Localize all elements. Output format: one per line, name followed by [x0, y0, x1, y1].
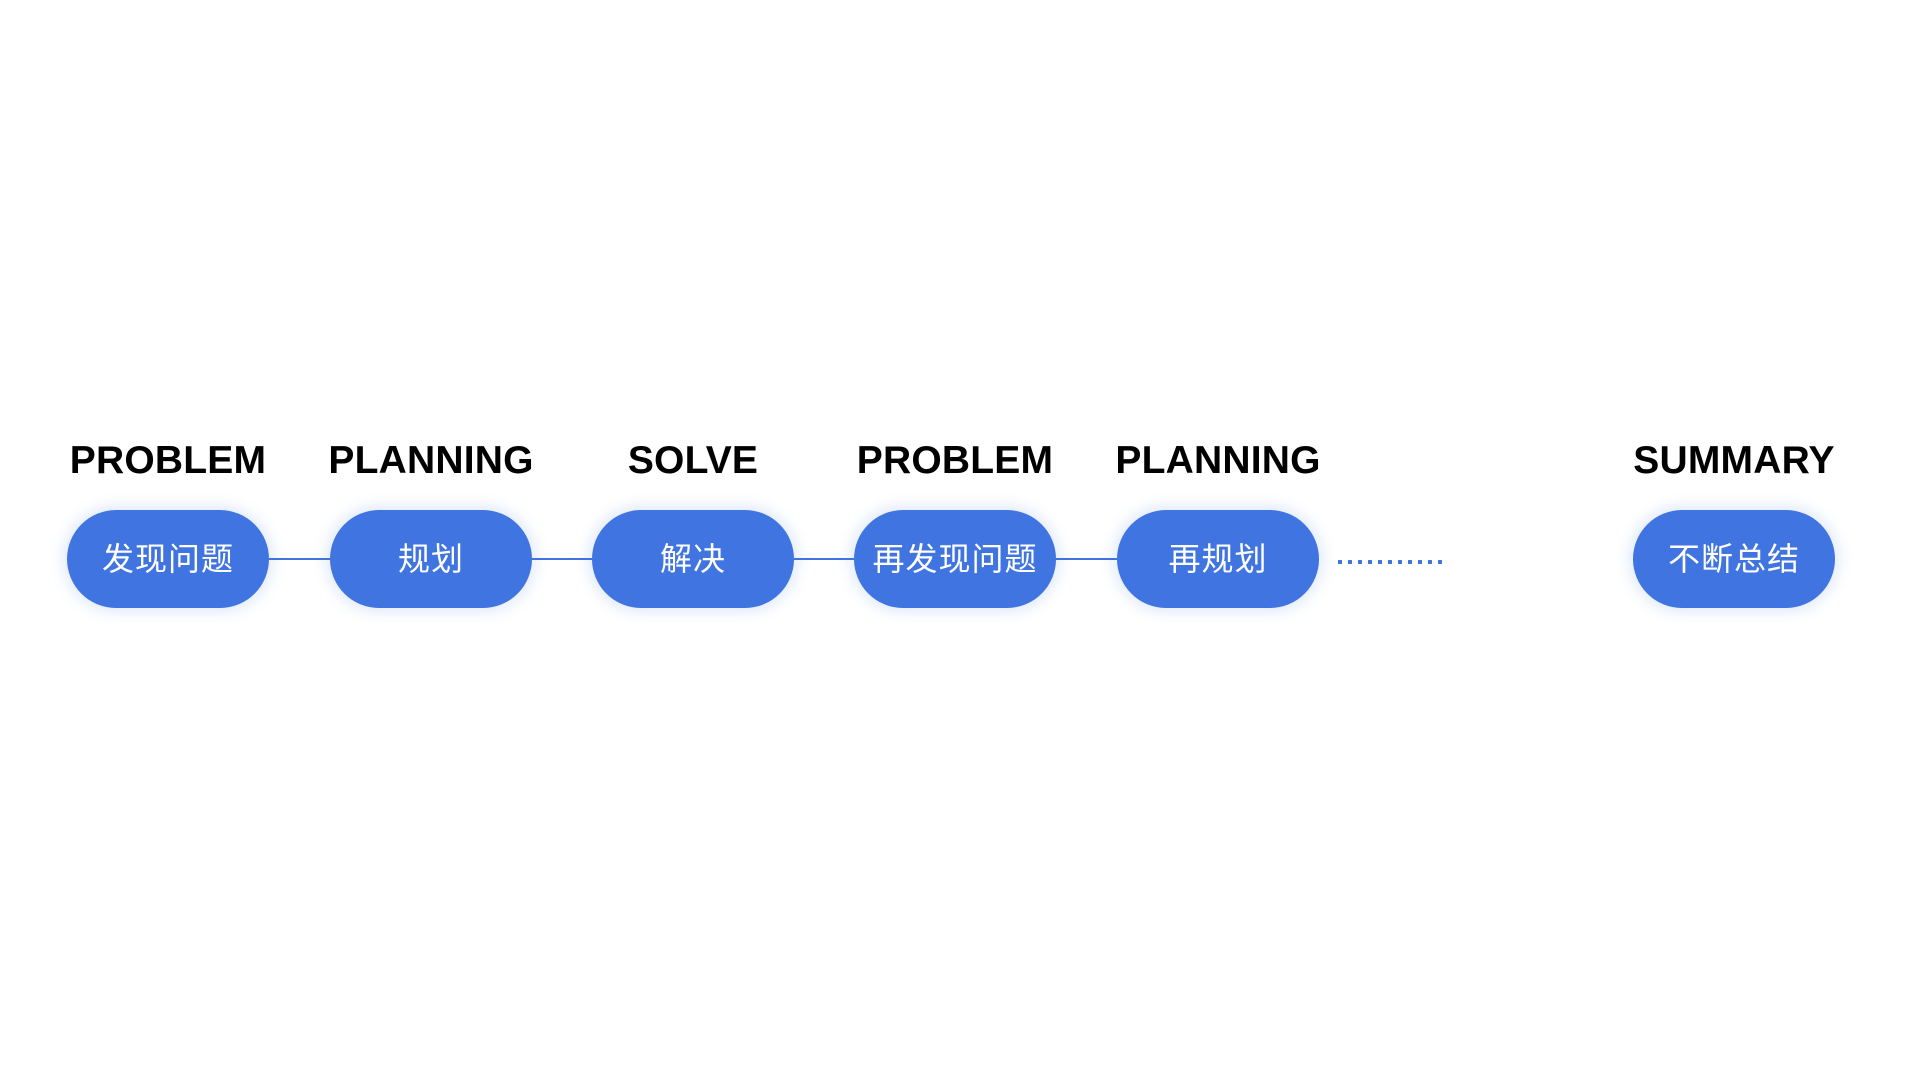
flow-node: PROBLEM 再发现问题 — [854, 441, 1056, 608]
node-heading: PROBLEM — [856, 439, 1054, 482]
connector-line — [794, 558, 854, 560]
ellipsis-dot — [1378, 560, 1382, 564]
node-pill[interactable]: 发现问题 — [67, 510, 269, 608]
node-pill[interactable]: 不断总结 — [1633, 510, 1835, 608]
ellipsis-dot — [1428, 560, 1432, 564]
node-heading: PLANNING — [1115, 439, 1321, 482]
ellipsis-dot — [1348, 560, 1352, 564]
node-pill-label: 规划 — [397, 541, 464, 577]
flow-node: PROBLEM 发现问题 — [67, 441, 269, 608]
connector-line — [532, 558, 592, 560]
node-pill-label: 不断总结 — [1667, 541, 1800, 577]
ellipsis-dot — [1368, 560, 1372, 564]
node-pill-label: 再规划 — [1168, 541, 1268, 577]
flow-node: SOLVE 解决 — [592, 441, 794, 608]
flow-node: SUMMARY 不断总结 — [1633, 441, 1835, 608]
node-pill-label: 解决 — [659, 541, 726, 577]
node-pill[interactable]: 规划 — [330, 510, 532, 608]
node-pill[interactable]: 再规划 — [1117, 510, 1319, 608]
node-pill[interactable]: 再发现问题 — [854, 510, 1056, 608]
node-heading: SUMMARY — [1633, 439, 1835, 482]
node-pill-label: 再发现问题 — [872, 541, 1038, 577]
flow-node: PLANNING 规划 — [328, 441, 533, 608]
continuation-ellipsis — [1338, 560, 1442, 564]
ellipsis-dot — [1358, 560, 1362, 564]
ellipsis-dot — [1338, 560, 1342, 564]
node-heading: SOLVE — [627, 439, 759, 482]
node-pill[interactable]: 解决 — [592, 510, 794, 608]
connector-line — [1056, 558, 1117, 560]
flow-node: PLANNING 再规划 — [1115, 441, 1320, 608]
ellipsis-dot — [1388, 560, 1392, 564]
connector-line — [269, 558, 330, 560]
node-heading: PLANNING — [328, 439, 534, 482]
node-pill-label: 发现问题 — [101, 541, 234, 577]
ellipsis-dot — [1438, 560, 1442, 564]
ellipsis-dot — [1418, 560, 1422, 564]
ellipsis-dot — [1408, 560, 1412, 564]
node-heading: PROBLEM — [69, 439, 267, 482]
ellipsis-dot — [1398, 560, 1402, 564]
